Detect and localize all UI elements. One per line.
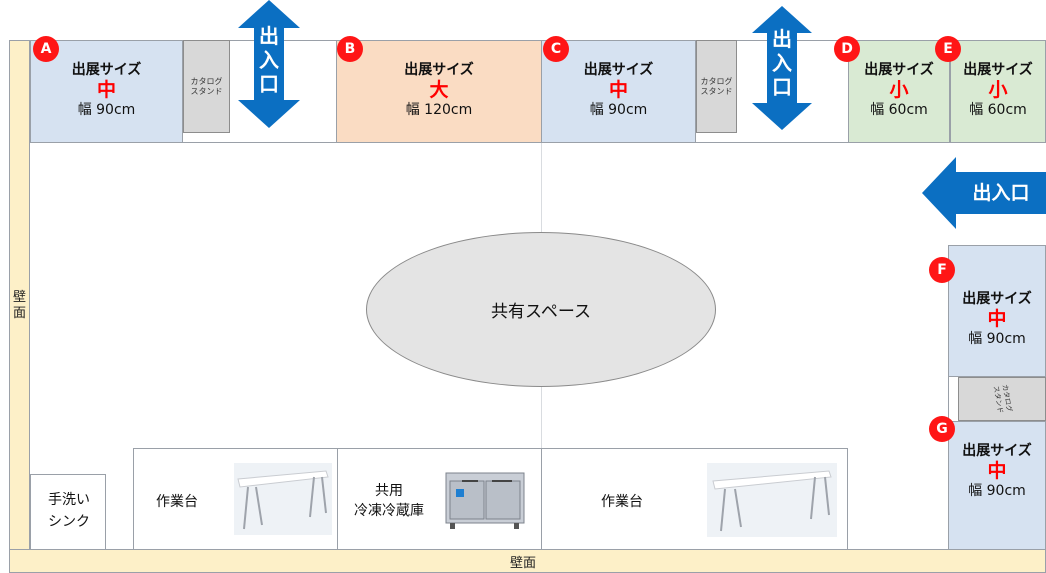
entrance-arrow-top-left: 出 入 口: [236, 0, 302, 128]
booth-d-badge: D: [834, 36, 860, 62]
booth-title: 出展サイズ: [71, 62, 142, 78]
shared-space-label: 共有スペース: [491, 302, 591, 322]
booth-title: 出展サイズ: [963, 62, 1033, 78]
sink-label: 手洗い シンク: [48, 492, 90, 530]
folding-table-image: [707, 463, 837, 537]
catalog-stand: カタログ スタンド: [696, 40, 737, 133]
booth-width: 幅 90cm: [589, 102, 648, 118]
table-icon: [707, 463, 837, 537]
right-booth-edge: [948, 245, 949, 550]
booth-g-badge: G: [929, 416, 955, 442]
entrance-label: 出入口: [972, 182, 1030, 204]
booth-title: 出展サイズ: [583, 62, 654, 78]
booth-size: 中: [96, 79, 116, 101]
booth-title: 出展サイズ: [962, 291, 1032, 307]
left-arrow-icon: [922, 157, 1046, 229]
fridge-label: 共用 冷凍冷蔵庫: [354, 483, 424, 519]
catalog-stand-label: カタログ スタンド: [700, 77, 733, 96]
booth-width: 幅 120cm: [405, 102, 473, 118]
booth-size: 中: [608, 79, 628, 101]
booth-width: 幅 60cm: [969, 102, 1027, 118]
booth-size: 小: [889, 79, 909, 101]
table-icon: [234, 463, 332, 535]
booth-title: 出展サイズ: [962, 443, 1032, 459]
booth-f-badge: F: [929, 257, 955, 283]
booth-a-badge: A: [33, 36, 59, 62]
booth-size: 大: [429, 79, 449, 101]
booth-b-badge: B: [337, 36, 363, 62]
booth-size: 小: [988, 79, 1008, 101]
booth-width: 幅 90cm: [968, 483, 1026, 499]
double-arrow-icon: [752, 6, 812, 130]
booth-f[interactable]: 出展サイズ 中 幅 90cm: [948, 245, 1046, 377]
workbench-right: 作業台: [541, 448, 848, 550]
booth-c[interactable]: 出展サイズ 中 幅 90cm: [541, 40, 696, 143]
catalog-stand-label: カタログ スタンド: [190, 77, 223, 96]
booth-e[interactable]: 出展サイズ 小 幅 60cm: [950, 40, 1046, 143]
catalog-stand: カタログ スタンド: [183, 40, 230, 133]
workbench-label: 作業台: [601, 494, 643, 510]
booth-width: 幅 90cm: [968, 331, 1026, 347]
catalog-stand-label: カタログ スタンド: [991, 383, 1014, 415]
workbench-left: 作業台: [133, 448, 338, 550]
booth-size: 中: [987, 308, 1007, 330]
booth-d[interactable]: 出展サイズ 小 幅 60cm: [848, 40, 950, 143]
double-arrow-icon: [238, 0, 300, 128]
folding-table-image: [234, 463, 332, 535]
entrance-label: 出 入 口: [772, 27, 792, 99]
fridge-icon: [445, 472, 525, 529]
booth-e-badge: E: [935, 36, 961, 62]
shared-space: 共有スペース: [366, 232, 716, 387]
workbench-label: 作業台: [156, 494, 198, 510]
shared-freezer: 共用 冷凍冷蔵庫: [337, 448, 542, 550]
booth-title: 出展サイズ: [404, 62, 474, 78]
fridge-image: [442, 467, 528, 531]
booth-width: 幅 60cm: [870, 102, 928, 118]
left-wall-label: 壁 面: [12, 290, 26, 321]
bottom-wall-label: 壁面: [509, 556, 536, 571]
entrance-arrow-right: 出入口: [922, 157, 1046, 229]
booth-c-badge: C: [543, 36, 569, 62]
booth-g[interactable]: 出展サイズ 中 幅 90cm: [948, 421, 1046, 550]
booth-b[interactable]: 出展サイズ 大 幅 120cm: [336, 40, 542, 143]
entrance-label: 出 入 口: [259, 24, 279, 96]
booth-width: 幅 90cm: [77, 102, 136, 118]
hand-wash-sink: 手洗い シンク: [30, 474, 106, 550]
catalog-stand: カタログ スタンド: [958, 377, 1046, 421]
booth-title: 出展サイズ: [864, 62, 934, 78]
bottom-wall: [9, 549, 1046, 573]
booth-size: 中: [987, 460, 1007, 482]
entrance-arrow-top-right: 出 入 口: [750, 6, 814, 130]
